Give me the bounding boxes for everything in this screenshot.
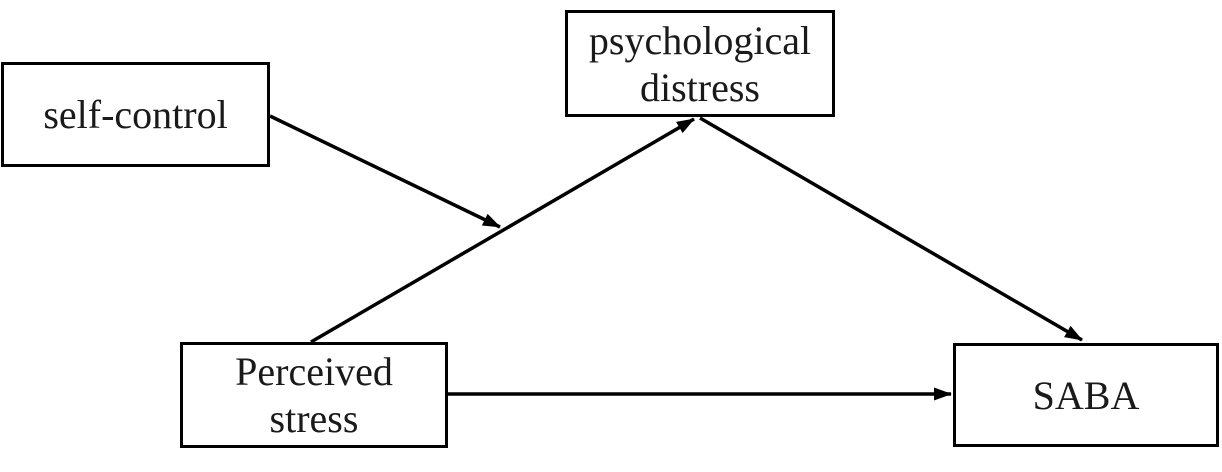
node-label: SABA (1032, 372, 1140, 418)
node-saba: SABA (953, 343, 1219, 447)
edge-psychological-distress-to-saba (699, 116, 1083, 342)
node-label: self-control (43, 92, 228, 137)
node-label-line: stress (269, 396, 359, 441)
node-label-line: distress (639, 64, 760, 110)
node-self-control: self-control (1, 62, 270, 167)
edge-self-control-to-mediation-path (269, 114, 501, 229)
node-label-line: psychological (588, 17, 812, 63)
edge-perceived-stress-to-psychological-distress (310, 117, 695, 344)
node-perceived-stress: Perceived stress (180, 342, 448, 448)
node-label: psychological distress (589, 17, 811, 111)
node-label-line: Perceived (235, 349, 393, 394)
node-label: Perceived stress (235, 348, 393, 442)
node-psychological-distress: psychological distress (565, 10, 835, 117)
